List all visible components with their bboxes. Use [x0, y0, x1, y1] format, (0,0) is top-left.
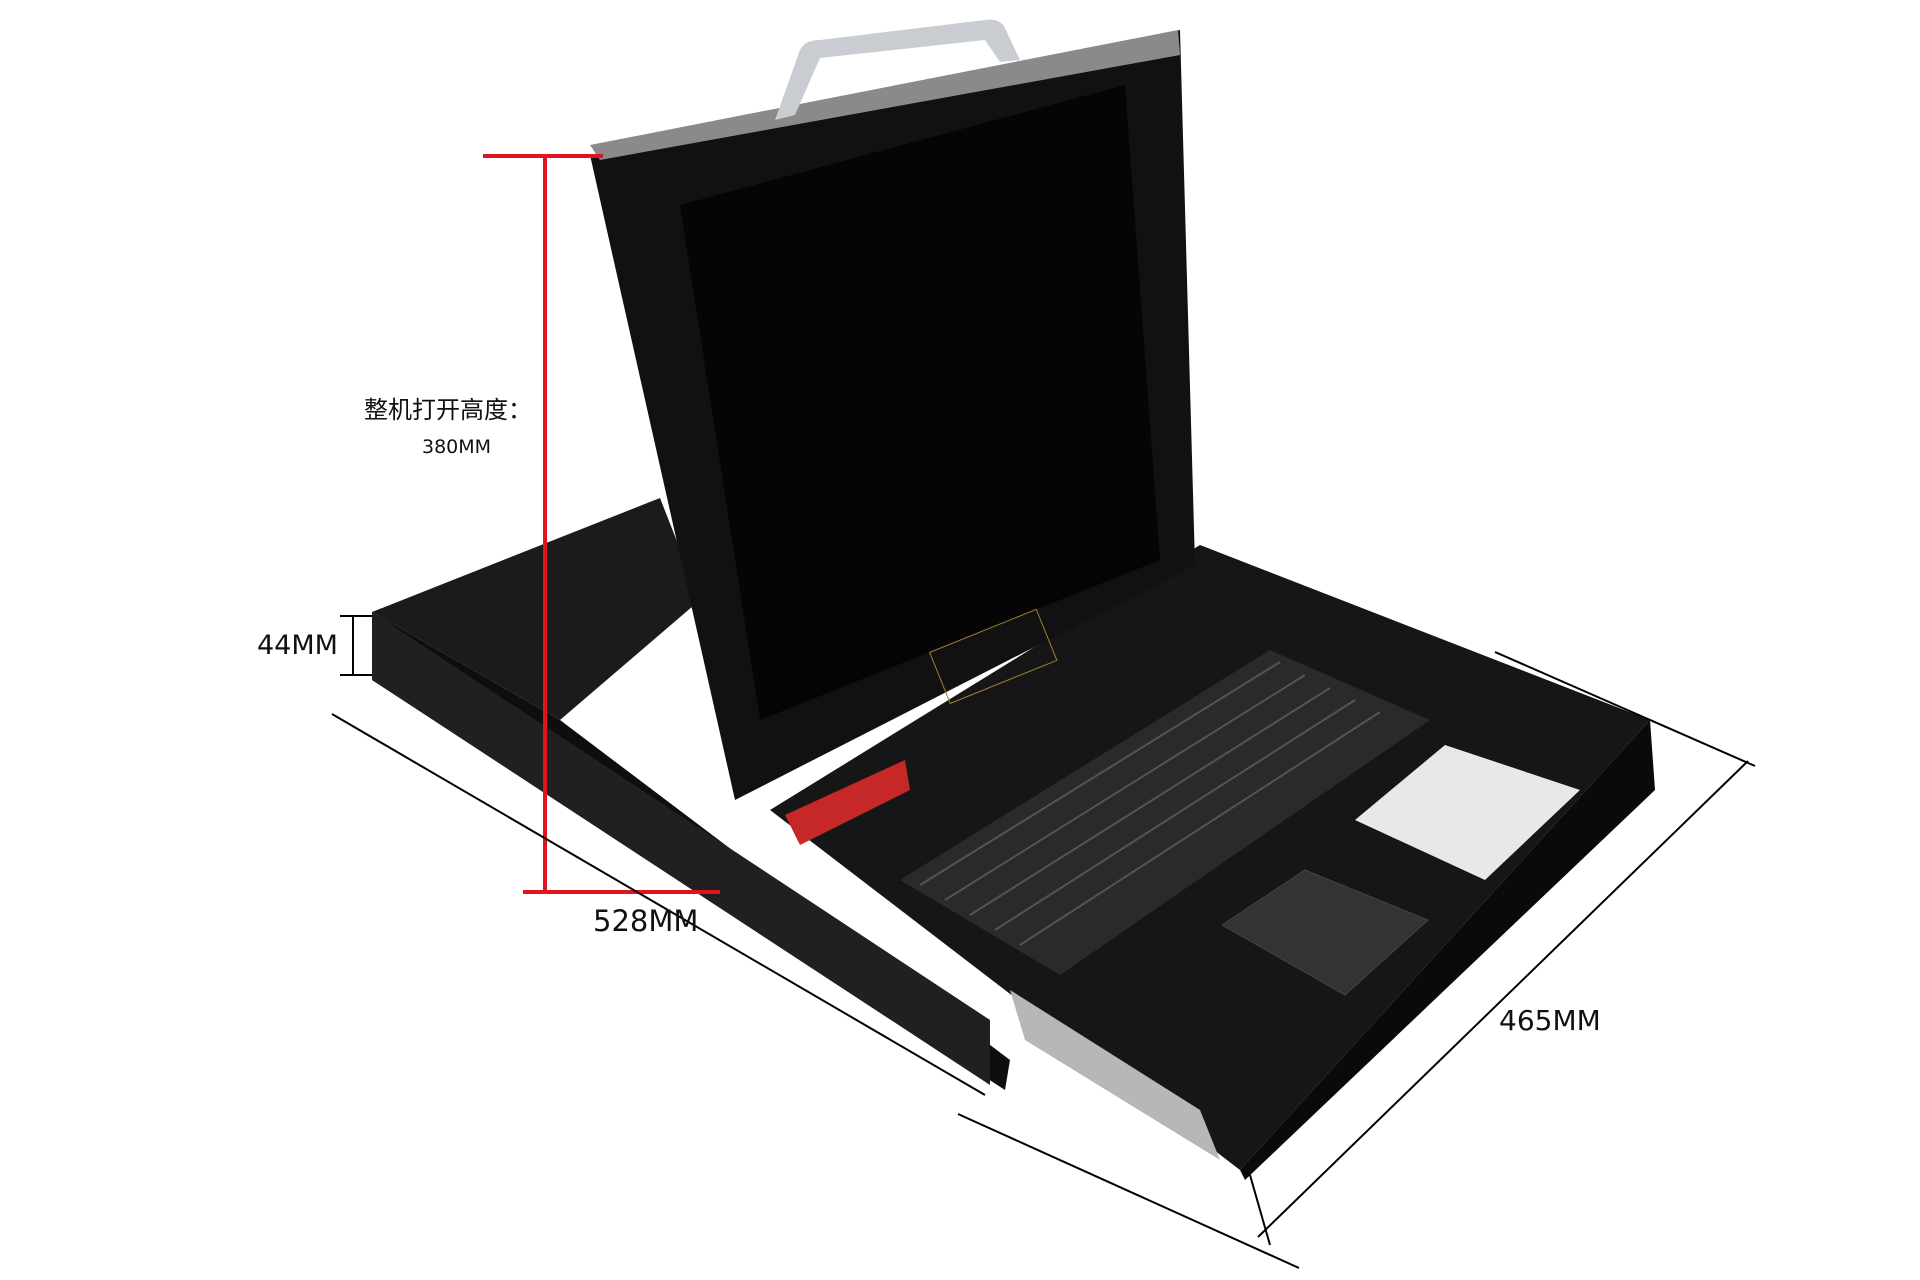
tray-front-edge	[1240, 720, 1655, 1180]
unit-height-value: 44MM	[257, 630, 338, 661]
touchpad	[1221, 869, 1429, 996]
monitor-top-cover	[590, 30, 1180, 160]
keyboard	[900, 650, 1430, 975]
width-value: 465MM	[1499, 1004, 1601, 1037]
keyboard-keys	[919, 661, 1381, 946]
chassis-left-face	[372, 612, 990, 1085]
black-dimension-lines	[331, 615, 1756, 1269]
monitor-screen	[680, 85, 1160, 720]
osd-buttons	[928, 608, 1058, 705]
chassis-top	[372, 498, 700, 720]
handle	[775, 19, 1020, 121]
open-height-value: 380MM	[422, 436, 492, 458]
spec-label-sticker	[1355, 745, 1580, 880]
slide-rail	[1010, 990, 1220, 1160]
open-height-label: 整机打开高度：	[364, 396, 532, 424]
depth-value: 528MM	[593, 904, 699, 938]
open-height-dimension	[483, 154, 720, 894]
brand-strip	[785, 760, 910, 845]
